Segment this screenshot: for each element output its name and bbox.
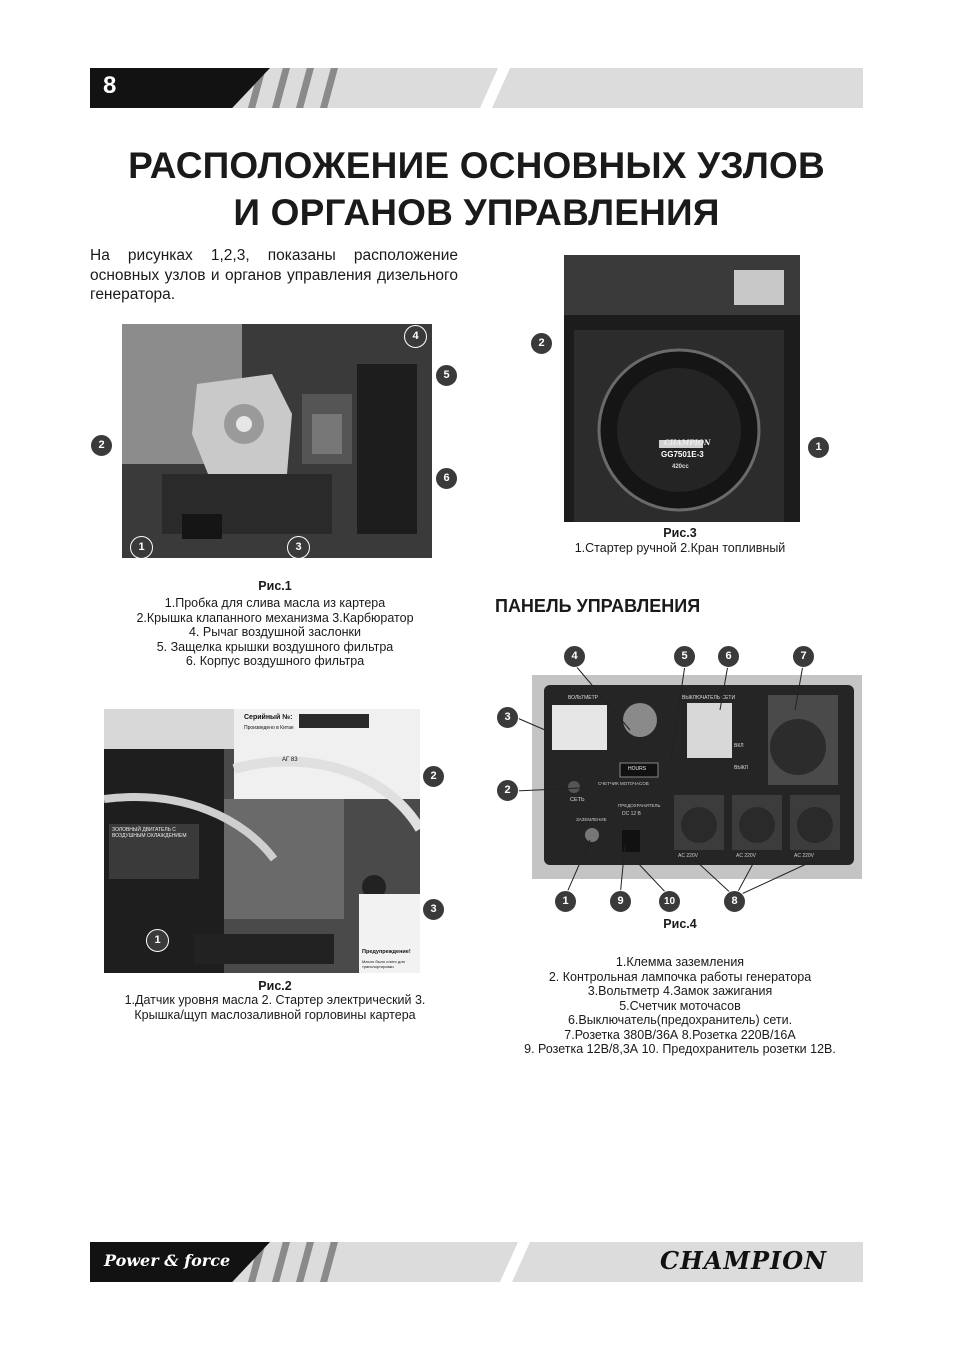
page-title: РАСПОЛОЖЕНИЕ ОСНОВНЫХ УЗЛОВ И ОРГАНОВ УП… bbox=[90, 142, 863, 236]
footer-slogan: Power & force bbox=[104, 1251, 231, 1270]
control-panel-illustration bbox=[532, 675, 862, 879]
socket-label-2: AC 220V bbox=[736, 853, 757, 859]
fig3-photo: CHAMPION GG7501E-3 420cc bbox=[564, 255, 800, 522]
fig3-displacement: 420cc bbox=[672, 464, 689, 470]
fig1-marker-3: 3 bbox=[287, 536, 310, 559]
ground-label: ЗАЗЕМЛЕНИЕ bbox=[576, 817, 607, 822]
brand-logo: CHAMPION bbox=[660, 1246, 828, 1275]
caption-line: 1.Клемма заземления bbox=[615, 955, 745, 969]
fig1-marker-6: 6 bbox=[435, 467, 458, 490]
switch-off-label: ВЫКЛ bbox=[734, 765, 748, 771]
fig2-marker-3: 3 bbox=[422, 898, 445, 921]
fig3-marker-2: 2 bbox=[530, 332, 553, 355]
fig4-marker-5: 5 bbox=[673, 645, 696, 668]
fig4-caption: 1.Клемма заземления 2. Контрольная лампо… bbox=[495, 955, 865, 1057]
caption-line: 5.Счетчик моточасов bbox=[619, 998, 741, 1013]
fig4-title: Рис.4 bbox=[663, 917, 697, 931]
fig4-photo: ВОЛЬТМЕТР ВЫКЛЮЧАТЕЛЬ СЕТИ ВКЛ ВЫКЛ HOUR… bbox=[532, 675, 862, 879]
fig3-model: GG7501E-3 bbox=[661, 450, 704, 459]
warning-sub: Масло было слито для транспортировки bbox=[362, 959, 405, 969]
caption-line: 1.Датчик уровня масла 2. Стартер электри… bbox=[124, 993, 426, 1007]
fuse-label: ПРЕДОХРАНИТЕЛЬ bbox=[618, 803, 661, 808]
fig2-marker-1: 1 bbox=[146, 929, 169, 952]
fig1-marker-1: 1 bbox=[130, 536, 153, 559]
caption-line: 4. Рычаг воздушной заслонки bbox=[188, 625, 362, 639]
page-number: 8 bbox=[103, 72, 117, 99]
fig4-marker-4: 4 bbox=[563, 645, 586, 668]
caption-line: 5. Защелка крышки воздушного фильтра bbox=[156, 639, 394, 654]
fig1-marker-2: 2 bbox=[90, 434, 113, 457]
caption-line: Крышка/щуп маслозаливной горловины карте… bbox=[134, 1007, 416, 1022]
fig3-caption: 1.Стартер ручной 2.Кран топливный bbox=[574, 541, 786, 555]
caption-line: 6. Корпус воздушного фильтра bbox=[185, 654, 365, 668]
fig4-marker-7: 7 bbox=[792, 645, 815, 668]
title-line-1: РАСПОЛОЖЕНИЕ ОСНОВНЫХ УЗЛОВ bbox=[128, 145, 825, 186]
fig1-title: Рис.1 bbox=[258, 579, 292, 593]
switch-on-label: ВКЛ bbox=[734, 743, 744, 749]
fig4-marker-10: 10 bbox=[658, 890, 681, 913]
production-label: Произведено в Китае bbox=[244, 725, 294, 731]
fig4-marker-9: 9 bbox=[609, 890, 632, 913]
gost-mark: АГ 83 bbox=[282, 757, 298, 763]
engine-illustration bbox=[122, 324, 432, 558]
caption-line: 3.Вольтметр 4.Замок зажигания bbox=[587, 984, 773, 998]
fig2-caption: 1.Датчик уровня масла 2. Стартер электри… bbox=[90, 993, 460, 1022]
starter-illustration bbox=[564, 255, 800, 522]
caption-line: 2.Крышка клапанного механизма 3.Карбюрат… bbox=[136, 610, 414, 625]
fig2-title: Рис.2 bbox=[258, 979, 292, 993]
caption-line: 1.Пробка для слива масла из картера bbox=[164, 596, 386, 610]
caption-line: 6.Выключатель(предохранитель) сети. bbox=[567, 1013, 793, 1027]
hours-meter-label: СЧЕТЧИК МОТОЧАСОВ bbox=[598, 781, 649, 786]
panel-heading: ПАНЕЛЬ УПРАВЛЕНИЯ bbox=[495, 596, 701, 616]
caption-line: 7.Розетка 380В/36А 8.Розетка 220В/16А bbox=[564, 1027, 796, 1042]
fig4-leader-lines bbox=[514, 664, 816, 898]
fig3-marker-1: 1 bbox=[807, 436, 830, 459]
socket-label-1: AC 220V bbox=[678, 853, 699, 859]
fig4-marker-1: 1 bbox=[554, 890, 577, 913]
caption-line: 9. Розетка 12В/8,3А 10. Предохранитель р… bbox=[524, 1042, 836, 1056]
fig4-marker-3: 3 bbox=[496, 706, 519, 729]
serial-label: Серийный №: bbox=[244, 714, 293, 721]
voltmeter-label: ВОЛЬТМЕТР bbox=[568, 695, 599, 701]
engine-label: ЗОЛОВНЫЙ ДВИГАТЕЛЬ С ВОЗДУШНЫМ ОХЛАЖДЕНИ… bbox=[112, 827, 187, 839]
dc-label: DC 12 В bbox=[622, 811, 641, 817]
fig3-logo: CHAMPION bbox=[664, 438, 711, 447]
fig4-marker-6: 6 bbox=[717, 645, 740, 668]
fig1-marker-4: 4 bbox=[404, 325, 427, 348]
fig2-marker-2: 2 bbox=[422, 765, 445, 788]
warning-label: Предупреждение! bbox=[362, 949, 411, 955]
lamp-label: СЕТЬ bbox=[570, 797, 585, 803]
switch-label: ВЫКЛЮЧАТЕЛЬ СЕТИ bbox=[682, 695, 736, 701]
hours-label: HOURS bbox=[628, 766, 647, 772]
socket-label-3: AC 220V bbox=[794, 853, 815, 859]
caption-line: 2. Контрольная лампочка работы генератор… bbox=[548, 969, 812, 984]
fig1-marker-5: 5 bbox=[435, 364, 458, 387]
fig3-title: Рис.3 bbox=[663, 526, 697, 540]
intro-paragraph: На рисунках 1,2,3, показаны расположение… bbox=[90, 247, 458, 303]
title-line-2: И ОРГАНОВ УПРАВЛЕНИЯ bbox=[233, 192, 720, 233]
fig1-caption: 1.Пробка для слива масла из картера 2.Кр… bbox=[90, 596, 460, 669]
fig4-marker-8: 8 bbox=[723, 890, 746, 913]
fig1-photo: 2 bbox=[122, 324, 432, 558]
fig4-marker-2: 2 bbox=[496, 779, 519, 802]
